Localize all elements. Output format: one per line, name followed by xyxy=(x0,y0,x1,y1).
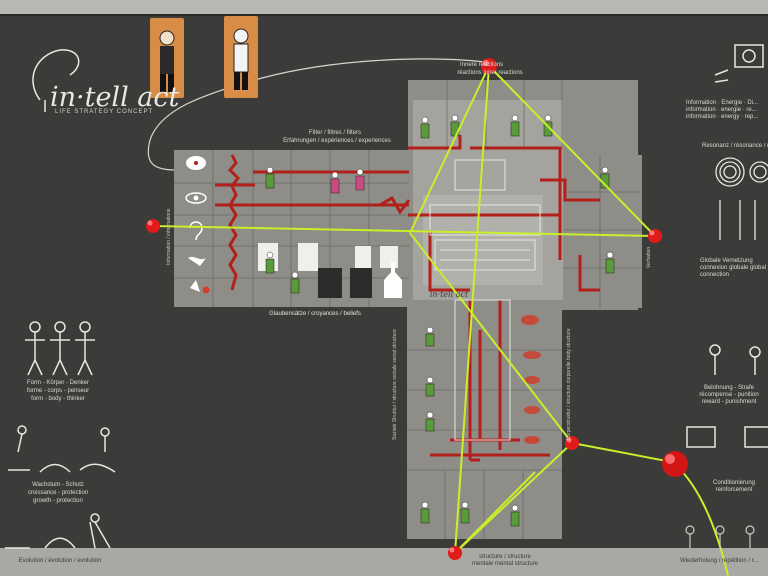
experiences-label: Erfahrungen / expériences / experiences xyxy=(283,138,391,144)
eye-icon xyxy=(185,192,207,204)
inner-reactions-label: Innere reactions xyxy=(460,62,504,68)
camera-icon xyxy=(714,44,764,83)
global-connection-label: Globale Vernetzung connexion globale glo… xyxy=(700,258,767,278)
reward-icon xyxy=(686,344,768,448)
mouth-icon xyxy=(188,256,206,266)
push-pins xyxy=(146,58,688,560)
croissance-label: croissance - protection xyxy=(27,490,89,496)
green-thread xyxy=(152,65,729,576)
verhalten-label: Verhalten xyxy=(646,246,652,268)
filter-label: Filter / filtres / filters xyxy=(308,130,361,136)
growth-label: Wachstum - Schutz xyxy=(32,482,84,488)
logo-brand: in·tell act xyxy=(50,82,180,113)
social-structure-label: Soziale Struktur / structure sociale soc… xyxy=(392,329,398,440)
form-label: Form - Körper - Denker xyxy=(26,380,89,386)
wooden-block-elder xyxy=(224,16,258,98)
reactions-label: réactions inner reactions xyxy=(457,70,523,76)
thought-bubble-icon xyxy=(186,156,206,170)
wooden-block-male xyxy=(150,18,184,98)
red-route-lines xyxy=(215,135,600,462)
evolution-label: Evolution / évolution / evolution xyxy=(18,558,102,564)
resonance-icon xyxy=(715,157,768,240)
information-left-label: Information / informations xyxy=(166,208,172,265)
growth-en-label: growth - protection xyxy=(33,498,83,504)
beliefs-label: Glaubensätze / croyances / beliefs xyxy=(269,311,361,317)
conditioning-label: Conditionierung reinforcement xyxy=(712,480,756,493)
information-energy-label: Information · Energie · Di... informatio… xyxy=(686,100,759,120)
mental-structure-label: structure / structure mentale mental str… xyxy=(471,554,539,567)
connector-line xyxy=(147,58,487,171)
form-en-label: form - body - thinker xyxy=(31,396,85,402)
skeleton-icon xyxy=(25,321,95,376)
logo-icon xyxy=(32,49,80,112)
forme-label: forme - corps - penseur xyxy=(26,388,90,394)
repetition-figures-icon xyxy=(685,525,755,548)
body-structure-label: Körperstruktur / structure corporelle bo… xyxy=(566,328,572,440)
repetition-label: Wiederholung / répétition / r... xyxy=(680,558,759,564)
board-logo: in·tell act xyxy=(429,290,469,299)
ear-icon xyxy=(189,221,203,241)
nose-icon xyxy=(190,280,210,294)
human-figure-icon xyxy=(265,114,615,527)
growth-figures-icon xyxy=(5,425,116,549)
organ-icons xyxy=(521,315,541,444)
logo-tagline: LIFE STRATEGY CONCEPT xyxy=(55,109,154,115)
reward-label: Belohnung - Strafe récompense - punition… xyxy=(699,385,759,405)
church-icon xyxy=(384,262,402,298)
resonance-label: Resonanz / résonance / r... xyxy=(702,143,768,149)
